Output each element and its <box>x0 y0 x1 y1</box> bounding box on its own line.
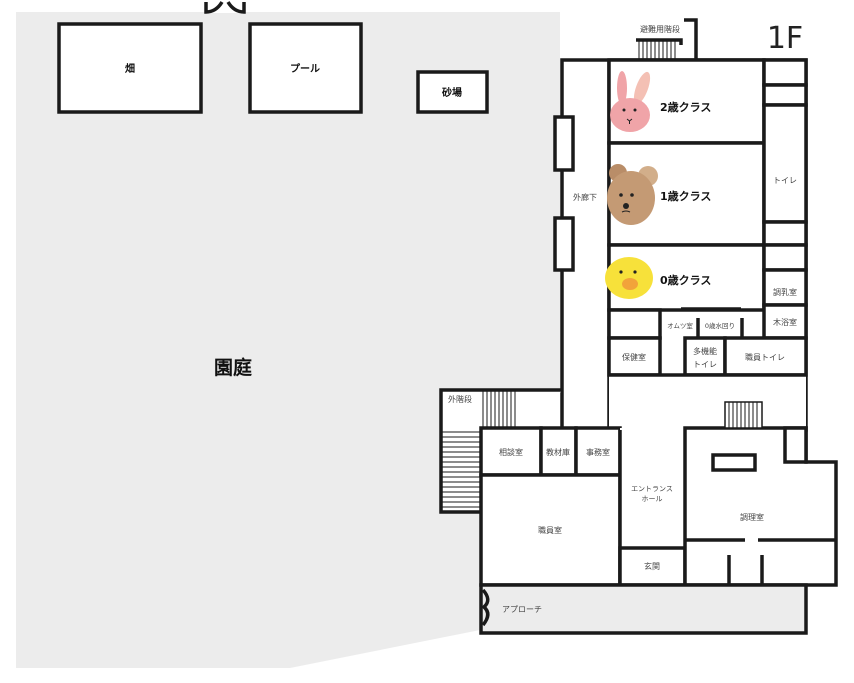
svg-text:職員トイレ: 職員トイレ <box>745 353 785 362</box>
sandbox: 砂場 <box>416 70 489 114</box>
class-2-label: 2歳クラス <box>660 100 711 114</box>
bear-icon <box>607 164 658 225</box>
consult-room <box>479 426 543 477</box>
window <box>553 216 575 272</box>
diaper-room-label: オムツ室 <box>667 321 693 330</box>
svg-text:多機能: 多機能 <box>693 346 717 356</box>
svg-text:アプローチ: アプローチ <box>502 605 542 614</box>
evacuation-stairs: 避難用階段 <box>636 18 698 60</box>
svg-text:玄関: 玄関 <box>644 561 660 571</box>
milk-room-label: 調乳室 <box>773 287 797 297</box>
zero-water-label: 0歳水回り <box>705 321 735 330</box>
svg-text:畑: 畑 <box>125 62 135 75</box>
svg-text:職員室: 職員室 <box>538 525 562 535</box>
gate-icon[interactable] <box>204 1 246 14</box>
svg-text:相談室: 相談室 <box>499 447 523 457</box>
bath-room-label: 木浴室 <box>773 317 797 327</box>
pool: プール <box>248 22 363 114</box>
svg-text:トイレ: トイレ <box>693 360 717 369</box>
class-0-label: 0歳クラス <box>660 273 711 287</box>
multi-toilet <box>683 336 727 377</box>
health-room <box>607 336 662 377</box>
svg-text:避難用階段: 避難用階段 <box>640 24 680 34</box>
svg-text:砂場: 砂場 <box>441 86 462 99</box>
toilet-label: トイレ <box>773 176 797 185</box>
svg-text:プール: プール <box>290 62 320 75</box>
window <box>553 115 575 172</box>
entrance-hall-label: エントランス <box>631 485 673 493</box>
chick-icon <box>605 257 653 299</box>
field: 畑 <box>57 22 203 114</box>
svg-text:ホール: ホール <box>642 495 663 503</box>
class-1-label: 1歳クラス <box>660 189 711 203</box>
svg-text:教材庫: 教材庫 <box>546 447 570 457</box>
kitchen-stairs <box>724 401 763 429</box>
outer-corridor-label: 外廊下 <box>573 192 597 202</box>
approach <box>479 583 808 635</box>
svg-text:外階段: 外階段 <box>448 394 472 404</box>
courtyard-label: 園庭 <box>214 356 252 379</box>
kitchen: 調理室 <box>683 426 838 587</box>
svg-text:調理室: 調理室 <box>740 512 764 522</box>
right-service-rooms <box>762 58 808 340</box>
floor-label: 1F <box>767 21 803 56</box>
rabbit-icon <box>610 71 651 132</box>
door-icon[interactable] <box>481 588 490 627</box>
svg-text:事務室: 事務室 <box>586 447 610 457</box>
svg-text:保健室: 保健室 <box>622 352 646 362</box>
courtyard <box>16 12 560 668</box>
